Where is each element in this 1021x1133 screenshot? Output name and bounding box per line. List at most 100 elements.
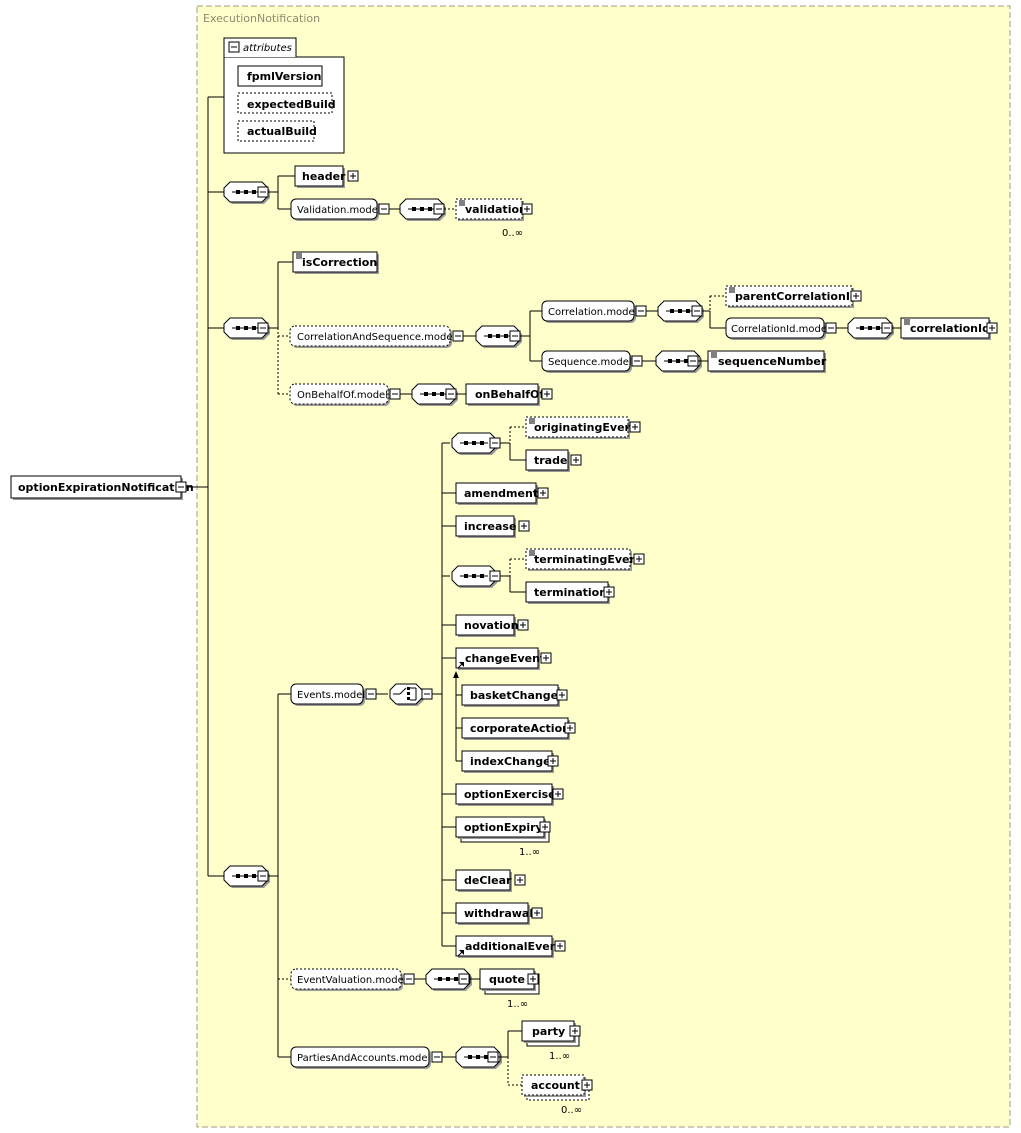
group-events-model[interactable]: Events.model (290, 683, 365, 706)
sequence-onbehalfof-collapse-icon[interactable] (445, 388, 457, 400)
element-originatingevent-expand-icon[interactable] (629, 421, 641, 433)
element-optionexercise-expand-icon[interactable] (552, 788, 564, 800)
element-termination-expand-icon[interactable] (603, 586, 615, 598)
sequence-sequence-inner-collapse-icon[interactable] (687, 355, 699, 367)
sequence-correlation-collapse-icon[interactable] (509, 330, 521, 342)
root-collapse-icon[interactable] (175, 481, 187, 493)
element-indexchange[interactable]: indexChange (461, 750, 554, 773)
element-party[interactable]: party (521, 1020, 580, 1047)
element-optionexpiry-expand-icon[interactable] (539, 821, 551, 833)
attributes-collapse-icon[interactable] (228, 41, 240, 53)
element-account-label: account (531, 1079, 580, 1092)
attribute-fpmlversion[interactable]: fpmlVersion (237, 65, 323, 87)
element-correlationid-expand-icon[interactable] (986, 322, 998, 334)
element-onbehalfof[interactable]: onBehalfOf (465, 383, 544, 406)
sequence-validation-collapse-icon[interactable] (433, 203, 445, 215)
group-validation-model[interactable]: Validation.model (290, 198, 381, 221)
sequence-events-collapse-icon[interactable] (257, 870, 269, 882)
element-trade-label: trade (534, 454, 567, 467)
element-correlationid[interactable]: correlationId (900, 317, 991, 340)
element-increase[interactable]: increase (455, 515, 516, 538)
type-title: ExecutionNotification (203, 12, 320, 25)
attribute-actualbuild[interactable]: actualBuild (237, 120, 317, 142)
element-additionalevent-label: additionalEvent (465, 940, 563, 953)
element-additionalevent-expand-icon[interactable] (554, 940, 566, 952)
element-novation[interactable]: novation (455, 614, 518, 637)
element-optionexercise[interactable]: optionExercise (455, 783, 556, 806)
element-quote-expand-icon[interactable] (527, 973, 539, 985)
element-header[interactable]: header (294, 165, 346, 188)
element-account[interactable]: account (521, 1074, 590, 1101)
sequence-party-collapse-icon[interactable] (487, 1051, 499, 1063)
sequence-quote-collapse-icon[interactable] (458, 973, 470, 985)
element-trade[interactable]: trade (525, 449, 570, 472)
sequence-correlation-id-collapse-icon[interactable] (691, 305, 703, 317)
sequence-correction-collapse-icon[interactable] (257, 322, 269, 334)
element-corporateaction-expand-icon[interactable] (564, 722, 576, 734)
element-iscorrection[interactable]: isCorrection (292, 251, 379, 274)
group-correlation-model[interactable]: Correlation.model (541, 300, 637, 323)
group-onbehalfof-model-collapse-icon[interactable] (389, 388, 401, 400)
element-trade-expand-icon[interactable] (570, 454, 582, 466)
sequence-trade-collapse-icon[interactable] (489, 437, 501, 449)
group-correlation-and-sequence-collapse-icon[interactable] (452, 330, 464, 342)
group-validation-model-collapse-icon[interactable] (378, 203, 390, 215)
group-correlation-and-sequence-model[interactable]: CorrelationAndSequence.model (289, 325, 455, 348)
element-corporateaction[interactable]: corporateAction (461, 717, 570, 740)
element-amendment-expand-icon[interactable] (537, 487, 549, 499)
group-onbehalfof-model[interactable]: OnBehalfOf.model (289, 383, 390, 406)
group-events-model-collapse-icon[interactable] (365, 688, 377, 700)
element-validation-expand-icon[interactable] (521, 203, 533, 215)
element-declear[interactable]: deClear (455, 869, 512, 892)
element-originatingevent[interactable]: originatingEvent (525, 416, 638, 439)
element-changeevent-expand-icon[interactable] (540, 652, 552, 664)
group-sequence-model[interactable]: Sequence.model (541, 350, 632, 373)
element-party-cardinality: 1..∞ (549, 1051, 570, 1062)
element-account-expand-icon[interactable] (581, 1079, 593, 1091)
element-termination[interactable]: termination (525, 581, 610, 604)
element-sequencenumber[interactable]: sequenceNumber (707, 350, 827, 373)
element-basketchange-expand-icon[interactable] (556, 689, 568, 701)
choice-events-collapse-icon[interactable] (421, 688, 433, 700)
element-header-label: header (302, 170, 346, 183)
group-partiesandaccounts-model[interactable]: PartiesAndAccounts.model (290, 1046, 431, 1069)
element-amendment[interactable]: amendment (455, 482, 538, 505)
root-element[interactable]: optionExpirationNotification (10, 475, 194, 500)
element-terminatingevent[interactable]: terminatingEvent (525, 548, 643, 571)
element-additionalevent[interactable]: additionalEvent (455, 935, 563, 958)
group-eventvaluation-model-collapse-icon[interactable] (403, 973, 415, 985)
element-onbehalfof-expand-icon[interactable] (541, 388, 553, 400)
sequence-header-collapse-icon[interactable] (257, 186, 269, 198)
element-withdrawal-label: withdrawal (464, 907, 533, 920)
element-withdrawal-expand-icon[interactable] (531, 907, 543, 919)
element-withdrawal[interactable]: withdrawal (455, 902, 533, 925)
element-optionexpiry[interactable]: optionExpiry (455, 816, 550, 843)
element-parentcorrelationid[interactable]: parentCorrelationId (725, 285, 858, 308)
element-corporateaction-label: corporateAction (470, 722, 570, 735)
element-indexchange-expand-icon[interactable] (547, 755, 559, 767)
element-basketchange[interactable]: basketChange (461, 684, 560, 707)
attribute-expectedbuild-label: expectedBuild (247, 98, 336, 111)
group-correlationid-model[interactable]: CorrelationId.model (725, 317, 830, 340)
group-sequence-model-collapse-icon[interactable] (631, 355, 643, 367)
element-quote[interactable]: quote (479, 968, 540, 995)
element-terminatingevent-expand-icon[interactable] (633, 553, 645, 565)
sequence-termination-collapse-icon[interactable] (489, 570, 501, 582)
group-partiesandaccounts-model-collapse-icon[interactable] (431, 1051, 443, 1063)
group-eventvaluation-model[interactable]: EventValuation.model (290, 968, 407, 991)
element-changeevent[interactable]: changeEvent (455, 647, 545, 670)
element-party-expand-icon[interactable] (569, 1025, 581, 1037)
group-correlation-model-collapse-icon[interactable] (635, 305, 647, 317)
element-novation-expand-icon[interactable] (517, 619, 529, 631)
element-validation[interactable]: validation (455, 198, 527, 221)
element-increase-expand-icon[interactable] (518, 520, 530, 532)
attribute-expectedbuild[interactable]: expectedBuild (237, 92, 336, 114)
element-declear-label: deClear (464, 874, 512, 887)
root-label: optionExpirationNotification (18, 481, 194, 494)
sequence-correlationid-inner-collapse-icon[interactable] (881, 322, 893, 334)
group-correlationid-model-collapse-icon[interactable] (825, 322, 837, 334)
element-header-expand-icon[interactable] (347, 170, 359, 182)
attribute-fpmlversion-label: fpmlVersion (247, 70, 321, 83)
element-parentcorrelationid-expand-icon[interactable] (850, 290, 862, 302)
element-declear-expand-icon[interactable] (514, 874, 526, 886)
